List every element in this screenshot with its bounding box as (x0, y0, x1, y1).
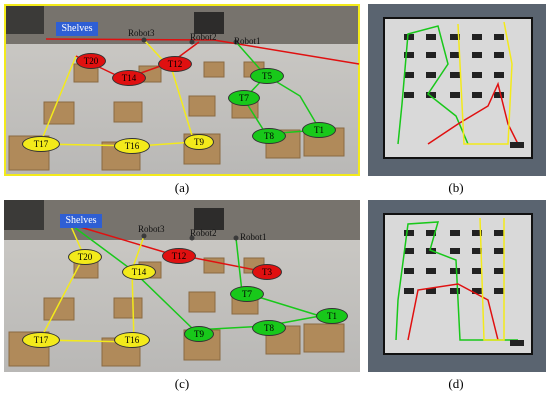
scene-photo-c: Shelves Robot3 Robot2 Robot1 T20 T14 T12… (4, 200, 360, 372)
task-ellipse: T14 (112, 70, 146, 86)
task-ellipse: T9 (184, 134, 214, 150)
task-ellipse: T12 (162, 248, 196, 264)
map-d (368, 200, 546, 372)
scene-photo-a: Shelves Robot3 Robot2 Robot1 T20 T12 T14… (4, 4, 360, 176)
task-ellipse: T20 (76, 53, 106, 69)
robot2-label: Robot2 (190, 228, 217, 238)
robot3-label: Robot3 (138, 224, 165, 234)
task-ellipse: T16 (114, 138, 150, 154)
task-ellipse: T14 (122, 264, 156, 280)
task-ellipse: T17 (22, 332, 60, 348)
scene-overlay-a (4, 4, 360, 176)
task-ellipse: T7 (230, 286, 264, 302)
map-overlay-b (383, 17, 533, 159)
robot1-label: Robot1 (240, 232, 267, 242)
robot1-label: Robot1 (234, 36, 261, 46)
task-ellipse: T5 (250, 68, 284, 84)
caption-b: (b) (448, 180, 464, 195)
caption-a: (a) (174, 180, 190, 195)
task-ellipse: T9 (184, 326, 214, 342)
map-b (368, 4, 546, 176)
task-ellipse: T1 (302, 122, 336, 138)
robot2-label: Robot2 (190, 32, 217, 42)
task-ellipse: T16 (114, 332, 150, 348)
task-ellipse: T20 (68, 249, 102, 265)
task-ellipse: T8 (252, 320, 286, 336)
task-ellipse: T1 (316, 308, 348, 324)
shelves-label: Shelves (60, 214, 102, 228)
robot-path-red-a (45, 38, 360, 65)
task-ellipse: T3 (252, 264, 282, 280)
robot3-label: Robot3 (128, 28, 155, 38)
caption-d: (d) (448, 376, 464, 391)
task-ellipse: T7 (228, 90, 260, 106)
caption-c: (c) (174, 376, 190, 391)
task-ellipse: T12 (158, 56, 192, 72)
shelves-label: Shelves (56, 22, 98, 36)
map-overlay-d (383, 213, 533, 355)
task-ellipse: T17 (22, 136, 60, 152)
scene-overlay-c (4, 200, 360, 367)
task-ellipse: T8 (252, 128, 286, 144)
